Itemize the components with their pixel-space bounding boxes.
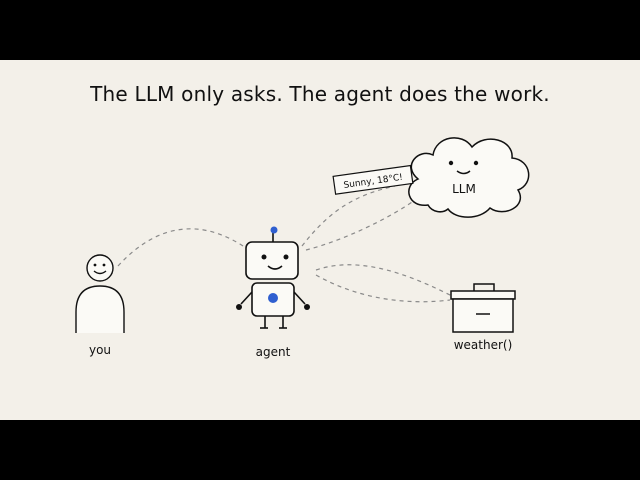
- agent-label: agent: [255, 345, 291, 359]
- letterbox-top: [0, 0, 640, 60]
- connector-agent-llm-lower: [305, 197, 419, 251]
- llm-label: LLM: [452, 182, 476, 196]
- letterbox-bottom: [0, 420, 640, 480]
- toolbox-icon: [450, 283, 516, 333]
- robot-agent-icon: [236, 226, 310, 329]
- you-label: you: [88, 343, 112, 357]
- connector-you-agent: [117, 228, 247, 267]
- cloud-llm-icon: [408, 137, 530, 218]
- diagram-canvas: The LLM only asks. The agent does the wo…: [0, 60, 640, 420]
- message-tag: Sunny, 18°C!: [332, 164, 414, 195]
- connector-agent-llm-upper: [301, 185, 396, 247]
- diagram-art: LLM Sunny, 18°C!: [75, 137, 530, 333]
- connector-agent-tool-upper: [315, 264, 453, 297]
- connector-agent-tool-lower: [315, 274, 451, 303]
- diagram-title: The LLM only asks. The agent does the wo…: [90, 82, 550, 106]
- weather-tool-label: weather(): [453, 338, 513, 352]
- person-you-icon: [75, 254, 125, 333]
